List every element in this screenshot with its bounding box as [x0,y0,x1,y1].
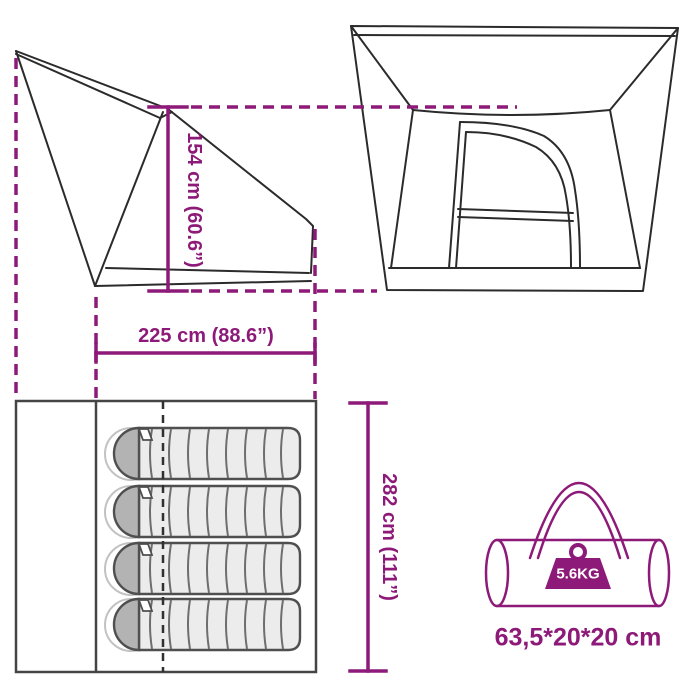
floor-plan [14,399,318,674]
carry-bag-icon [484,481,671,608]
sleeping-bag-icon [103,597,302,653]
sleeping-bag-icon [103,484,302,540]
bag-handle-outer [528,481,630,560]
projection-guide-lines [14,58,517,400]
tent-depth-label: 282 cm (111”) [378,473,400,601]
tent-front-view [350,25,679,292]
weight-icon [545,543,611,589]
tent-width-label: 225 cm (88.6”) [138,325,274,347]
depth-measurement-line [348,401,388,673]
bag-handle-inner [536,491,622,560]
sleeping-bag-icon [104,426,302,481]
tent-height-label: 154 cm (60.6”) [183,132,205,268]
width-measurement-line [94,342,317,364]
bag-weight-label: 5.6KG [556,565,600,583]
sleeping-bag-icon [103,541,302,597]
floor-plan-outline [14,399,318,674]
height-measurement-line [147,105,189,293]
bag-packed-size-label: 63,5*20*20 cm [494,623,662,652]
tent-side-view [15,50,314,287]
tent-door-frame [448,121,581,269]
